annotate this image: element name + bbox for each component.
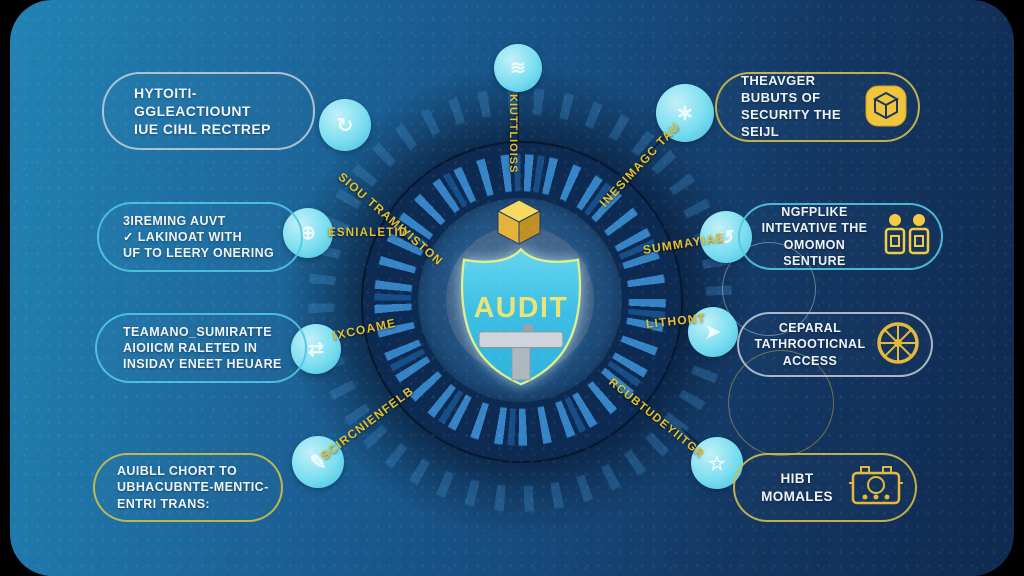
callout-line: UBHACUBNTE-MENTIC-	[117, 480, 269, 495]
callout-line: UF TO LEERY ONERING	[123, 246, 275, 261]
callout-box: 3IREMING AUVT ✓ LAKINOAT WITH UF TO LEER…	[97, 202, 303, 272]
callout-line: SECURITY THE SEIJL	[741, 107, 841, 139]
gavel-nub	[523, 324, 533, 335]
audit-shield-emblem: AUDIT	[446, 240, 596, 392]
callout-line: TATHROOTICNAL	[754, 337, 866, 352]
node-swirl-icon: ↻	[319, 99, 371, 151]
node-document-icon: ≋	[494, 44, 542, 92]
callout-line: OMOMON SENTURE	[783, 237, 846, 268]
wheel-icon	[873, 318, 923, 371]
callout-line: HYTOITI-GGLEACTIOUNT	[134, 84, 251, 119]
callout-line: NGFPLIKE	[781, 205, 848, 219]
callout-box: AUIBLL CHORT TO UBHACUBNTE-MENTIC- ENTRI…	[93, 453, 283, 522]
callout-line: AUIBLL CHORT TO	[117, 464, 238, 479]
background-gradient: AUDIT ≋ ↻ ⊕ ⇄ ✎ ∗ ↺ ➤ ☆ KIUTTLIOISS SIOU…	[10, 0, 1014, 576]
ring-label: ESNIALETID	[328, 227, 409, 239]
callout-line: ACCESS	[782, 353, 838, 368]
circuit-chip-icon	[847, 463, 905, 512]
callout-line: IUE CIHL RECTREP	[134, 121, 271, 138]
ring-label: KIUTTLIOISS	[507, 94, 519, 174]
cycle-icon: ↺	[717, 226, 735, 249]
swirl-icon: ↻	[336, 114, 354, 137]
decorative-circle-yellow	[728, 350, 834, 456]
share-icon: ⇄	[308, 338, 324, 360]
shield-shape	[460, 247, 582, 386]
node-network-icon: ∗	[656, 84, 714, 142]
paper-plane-icon: ➤	[705, 321, 721, 343]
cube-3d-icon	[496, 198, 542, 246]
callout-line: CEPARAL	[778, 321, 842, 336]
gavel-bar	[478, 331, 564, 349]
network-icon: ∗	[675, 100, 695, 125]
pen-icon: ✎	[309, 451, 327, 474]
callout-box: CEPARAL TATHROOTICNAL ACCESS	[737, 312, 933, 377]
callout-box: HYTOITI-GGLEACTIOUNT IUE CIHL RECTREP	[102, 72, 315, 150]
callout-box: TEAMANO_SUMIRATTE AIOIICM RALETED IN INS…	[95, 313, 307, 383]
callout-line: INSIDAY ENEET HEUARE	[123, 357, 282, 372]
globe-icon: ⊕	[300, 222, 316, 244]
document-icon: ≋	[510, 57, 526, 79]
node-pen-icon: ✎	[292, 436, 344, 488]
callout-box: THEAVGER BUBUTS OF SECURITY THE SEIJL	[715, 72, 920, 142]
cube-badge-icon	[864, 84, 908, 131]
shield-title: AUDIT	[474, 292, 569, 324]
callout-line: TEAMANO_SUMIRATTE	[123, 324, 272, 339]
two-people-icon	[881, 212, 931, 261]
callout-line: AIOIICM RALETED IN	[123, 340, 258, 355]
callout-box: HIBT MOMALES	[733, 453, 917, 522]
callout-line: THEAVGER BUBUTS OF	[741, 73, 821, 106]
node-paper-plane-icon: ➤	[688, 307, 738, 357]
connector-line	[517, 93, 519, 143]
node-figure-icon: ☆	[691, 437, 743, 489]
callout-line: MOMALES	[761, 488, 833, 504]
callout-box: NGFPLIKE INTEVATIVE THE OMOMON SENTURE	[738, 203, 943, 270]
callout-line: HIBT	[780, 470, 814, 486]
callout-line: ✓ LAKINOAT WITH	[123, 229, 243, 244]
figure-icon: ☆	[708, 452, 726, 475]
callout-line: 3IREMING AUVT	[123, 213, 226, 228]
callout-line: ENTRI TRANS:	[117, 496, 210, 511]
callout-line: INTEVATIVE THE	[761, 221, 868, 236]
